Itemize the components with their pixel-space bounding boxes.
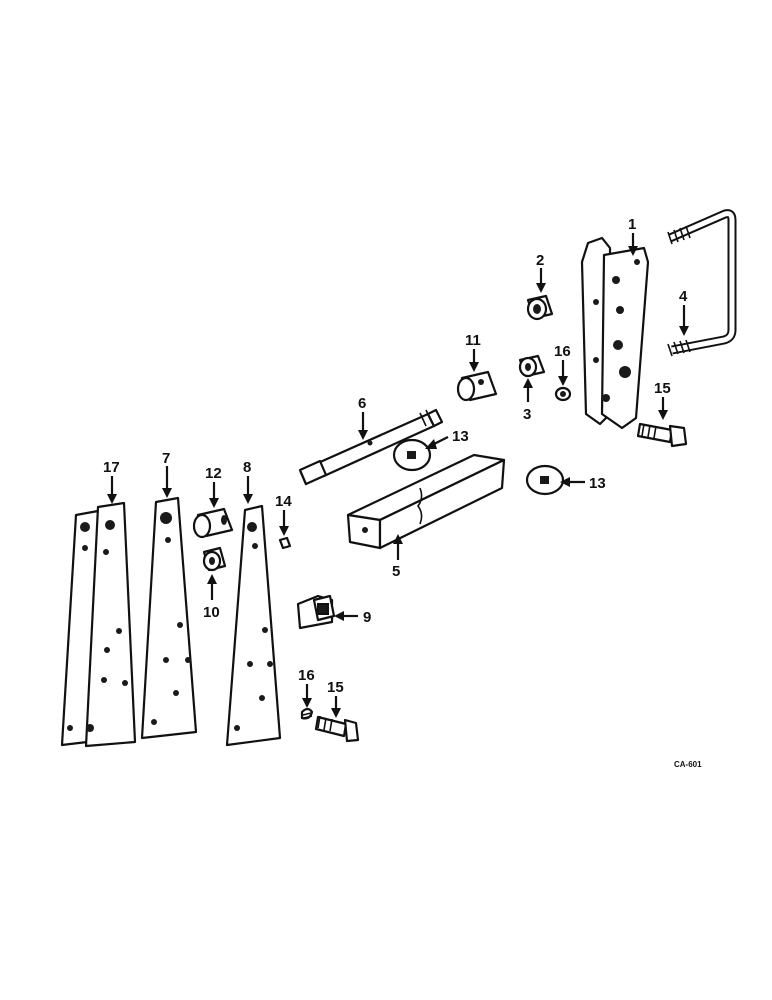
callout-14: 14 <box>275 493 292 510</box>
part-12-sleeve <box>192 507 234 539</box>
callout-16-upper: 16 <box>554 343 571 360</box>
callout-labels: 1 2 3 4 5 6 7 8 9 10 11 12 13 13 14 15 1… <box>103 216 688 696</box>
part-6-shaft <box>298 408 444 486</box>
callout-11: 11 <box>465 332 481 349</box>
callout-8: 8 <box>243 459 251 476</box>
callout-4: 4 <box>679 288 688 305</box>
callout-13-right: 13 <box>589 475 606 492</box>
part-8-tapered-plate <box>225 504 282 747</box>
callout-17: 17 <box>103 459 120 476</box>
part-1-bracket <box>580 236 650 430</box>
callout-12: 12 <box>205 465 222 482</box>
callout-16-lower: 16 <box>298 667 315 684</box>
callout-9: 9 <box>363 609 371 626</box>
part-15-bolt-lower <box>314 715 360 743</box>
callout-10: 10 <box>203 604 220 621</box>
part-15-bolt-upper <box>636 422 688 448</box>
part-16-lock-washer-upper <box>554 386 572 402</box>
part-3-bushing <box>518 354 546 378</box>
part-16-lock-washer-lower <box>300 707 314 720</box>
callout-1: 1 <box>628 216 636 233</box>
callout-6: 6 <box>358 395 366 412</box>
part-2-bushing <box>526 294 554 321</box>
part-9-clip <box>296 594 336 630</box>
callout-5: 5 <box>392 563 400 580</box>
callout-13-left: 13 <box>452 428 469 445</box>
part-4-u-bolt <box>667 209 737 357</box>
leader-lines <box>107 233 689 718</box>
part-13-plate-right <box>525 464 565 496</box>
part-5-bar <box>346 453 506 550</box>
part-7-tapered-plate <box>140 496 198 740</box>
part-14-nut <box>278 536 292 550</box>
drawing-code: CA-601 <box>674 760 702 769</box>
callout-2: 2 <box>536 252 544 269</box>
callout-7: 7 <box>162 450 170 467</box>
callout-3: 3 <box>523 406 531 423</box>
part-13-plate-left <box>392 438 432 472</box>
part-17-tapered-plates <box>60 501 137 748</box>
part-10-bushing <box>202 546 227 572</box>
callout-15-upper: 15 <box>654 380 671 397</box>
part-11-sleeve <box>456 370 498 402</box>
callout-15-lower: 15 <box>327 679 344 696</box>
